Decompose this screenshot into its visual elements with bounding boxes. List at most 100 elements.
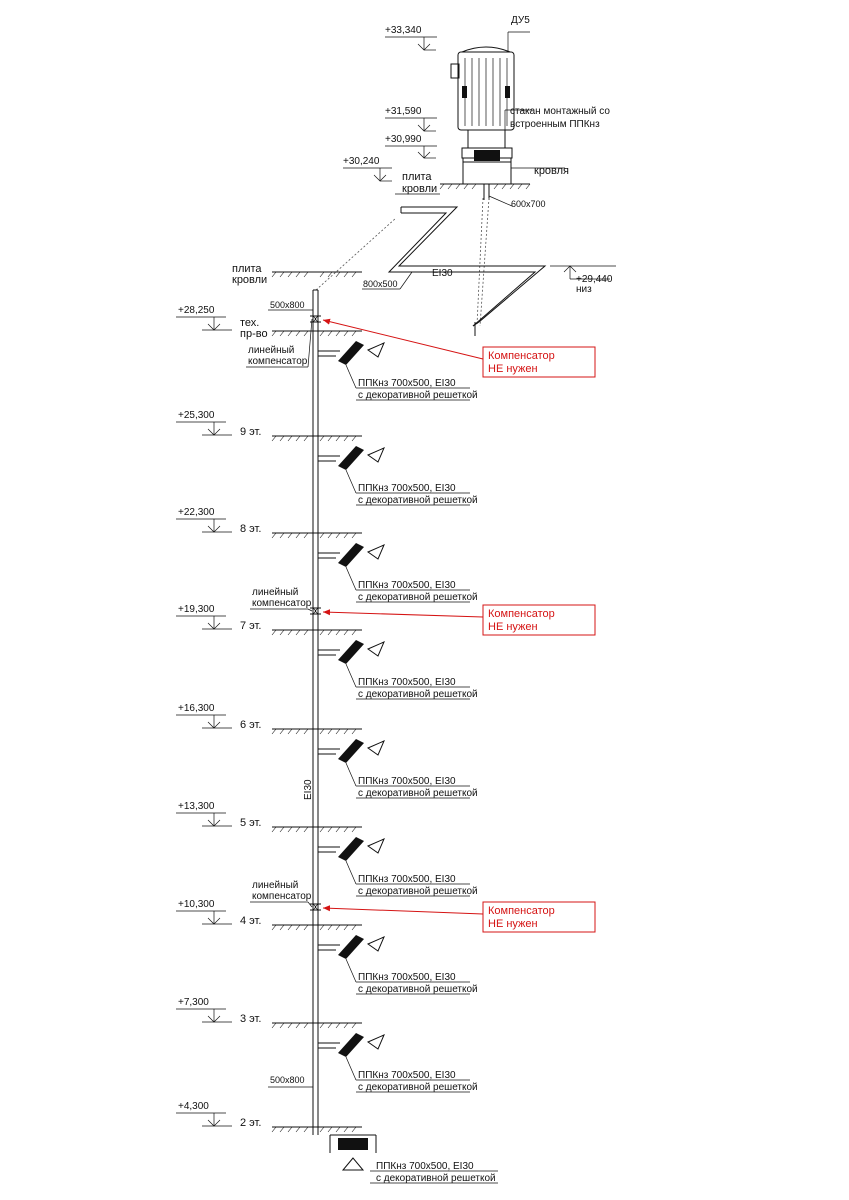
- projection-lines: [315, 197, 490, 327]
- riser-size-top: 500x800: [270, 300, 305, 310]
- floor-elevation: +7,300: [178, 997, 209, 1008]
- floor-name: 8 эт.: [240, 523, 261, 535]
- floor-slab: [271, 924, 362, 931]
- compensator-label-2: компенсатор: [252, 891, 312, 902]
- elev-roof: +30,240: [343, 156, 380, 167]
- floor-name: 6 эт.: [240, 719, 261, 731]
- floor-name: тех.: [240, 317, 259, 329]
- floor-slab: [271, 1022, 362, 1029]
- slab-label-riser-2: кровли: [232, 274, 267, 286]
- elev-duct-bottom-label: низ: [576, 284, 592, 295]
- damper-label-2: с декоративной решеткой: [358, 984, 478, 995]
- damper-label: ППКнз 700x500, EI30: [358, 972, 456, 983]
- roof-label: кровля: [534, 165, 569, 177]
- note-line-2: НЕ нужен: [488, 918, 538, 930]
- damper-label-2: с декоративной решеткой: [358, 689, 478, 700]
- floor-name: 7 эт.: [240, 620, 261, 632]
- damper-label-2: с декоративной решеткой: [358, 495, 478, 506]
- fan-label: ДУ5: [511, 15, 530, 26]
- elevation-marker-fan-top: +33,340: [385, 25, 437, 51]
- damper-label-2: с декоративной решеткой: [358, 788, 478, 799]
- floor-name-2: пр-во: [240, 328, 268, 340]
- roof-surface: [439, 183, 531, 190]
- compensator-label: линейный: [252, 587, 298, 598]
- slab-label-top-2: кровли: [402, 183, 437, 195]
- floor-slab: [271, 826, 362, 833]
- opening-label: 600x700: [511, 199, 546, 209]
- note-line-1: Компенсатор: [488, 905, 555, 917]
- floor-slab: [271, 435, 362, 442]
- mount-label-1: стакан монтажный со: [510, 106, 610, 117]
- slab-label-top-1: плита: [402, 171, 432, 183]
- note-line-2: НЕ нужен: [488, 621, 538, 633]
- compensator-label-2: компенсатор: [252, 598, 312, 609]
- floor-name: 3 эт.: [240, 1013, 261, 1025]
- compensator-label-2: компенсатор: [248, 356, 308, 367]
- roof-slab-riser: плита кровли: [232, 263, 362, 286]
- elev-duct-bottom: +29,440: [576, 274, 613, 285]
- compensators: линейныйкомпенсаторлинейныйкомпенсаторли…: [246, 315, 321, 911]
- damper-label: ППКнз 700x500, EI30: [358, 874, 456, 885]
- elevation-marker-duct-bottom: +29,440 низ: [550, 265, 616, 295]
- note-line-1: Компенсатор: [488, 350, 555, 362]
- floor-elevation: +4,300: [178, 1101, 209, 1112]
- bottom-damper-label-1: ППКнз 700x500, EI30: [376, 1161, 474, 1172]
- compensator-label: линейный: [252, 880, 298, 891]
- floor-elevation: +16,300: [178, 703, 215, 714]
- floor-name: 4 эт.: [240, 915, 261, 927]
- bottom-damper-label-2: с декоративной решеткой: [376, 1173, 496, 1184]
- bottom-damper: ППКнз 700x500, EI30 с декоративной решет…: [329, 1134, 498, 1184]
- floor-elevation: +13,300: [178, 801, 215, 812]
- slab-label-riser-1: плита: [232, 263, 262, 275]
- damper-label: ППКнз 700x500, EI30: [358, 776, 456, 787]
- floor-elevation: +19,300: [178, 604, 215, 615]
- damper-label: ППКнз 700x500, EI30: [358, 580, 456, 591]
- damper-label-2: с декоративной решеткой: [358, 886, 478, 897]
- mount-label-2: встроенным ППКнз: [510, 119, 600, 130]
- elev-mount-bottom: +30,990: [385, 134, 422, 145]
- damper-label: ППКнз 700x500, EI30: [358, 378, 456, 389]
- horizontal-duct-800x500: EI30 800x500: [362, 206, 547, 336]
- damper-label: ППКнз 700x500, EI30: [358, 483, 456, 494]
- floor-slab: [271, 330, 362, 337]
- floor-name: 5 эт.: [240, 817, 261, 829]
- elevation-marker-roof: +30,240: [343, 156, 392, 182]
- elevation-marker-mount-top: +31,590: [385, 106, 437, 132]
- mounting-frame: [461, 130, 513, 185]
- duct-size-horizontal: 800x500: [363, 279, 398, 289]
- floor-elevation: +28,250: [178, 305, 215, 316]
- floor-slab: [271, 728, 362, 735]
- floor-elevation: +22,300: [178, 507, 215, 518]
- damper-label-2: с декоративной решеткой: [358, 592, 478, 603]
- damper-label-2: с декоративной решеткой: [358, 390, 478, 401]
- elevation-marker-mount-bottom: +30,990: [385, 134, 437, 159]
- damper-label: ППКнз 700x500, EI30: [358, 1070, 456, 1081]
- note-line-1: Компенсатор: [488, 608, 555, 620]
- floor-name: 2 эт.: [240, 1117, 261, 1129]
- floor-elevation: +10,300: [178, 899, 215, 910]
- elev-mount-top: +31,590: [385, 106, 422, 117]
- floor-elevation: +25,300: [178, 410, 215, 421]
- compensator-label: линейный: [248, 345, 294, 356]
- damper-label: ППКнз 700x500, EI30: [358, 677, 456, 688]
- duct-rating-horizontal: EI30: [432, 268, 453, 279]
